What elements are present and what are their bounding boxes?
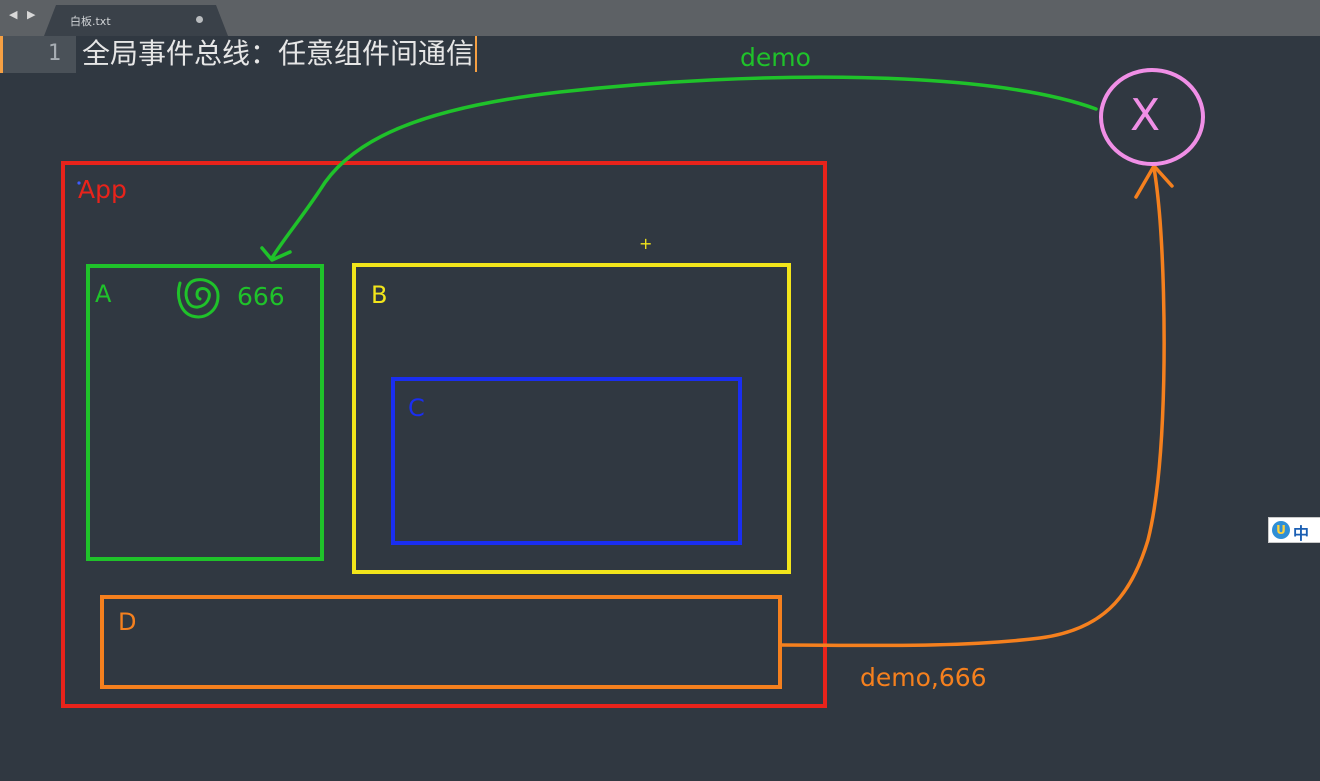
bottom-arrow-label: demo,666: [860, 663, 987, 692]
component-c-box: [391, 377, 742, 545]
gutter: 1: [3, 36, 76, 73]
app-box: [61, 161, 827, 708]
green-arrow-head: [260, 246, 292, 262]
event-bus-circle: [1099, 68, 1205, 166]
component-a-value: 666: [237, 282, 285, 311]
component-d-box: [100, 595, 782, 689]
green-arrow-line: [270, 75, 1098, 260]
event-bus-label: X: [1130, 90, 1161, 141]
top-arrow-label: demo: [740, 43, 811, 72]
green-scribble: [177, 278, 220, 319]
component-a-box: [86, 264, 324, 561]
blue-dot: [77, 181, 81, 185]
orange-arrow-head: [1134, 164, 1174, 199]
tab-bar: ◀ ▶ 白板.txt: [0, 0, 1320, 36]
tab-title: 白板.txt: [70, 15, 111, 28]
ime-logo-icon: U: [1272, 521, 1290, 539]
ime-label: 中: [1293, 524, 1310, 543]
component-c-label: C: [408, 394, 425, 422]
component-d-label: D: [118, 608, 137, 636]
ime-indicator[interactable]: U 中: [1268, 517, 1320, 543]
unsaved-dot-icon[interactable]: [196, 16, 203, 23]
editor-line-text[interactable]: 全局事件总线：任意组件间通信: [82, 36, 478, 72]
tab-whiteboard[interactable]: 白板.txt: [44, 5, 228, 36]
text-caret: [475, 36, 478, 72]
tab-navigation-arrows-icon[interactable]: ◀ ▶: [9, 8, 39, 21]
app-label: App: [78, 175, 127, 204]
line-number: 1: [47, 41, 61, 66]
cursor-crosshair: +: [639, 234, 653, 253]
orange-arrow-line: [778, 166, 1166, 648]
component-b-label: B: [371, 281, 388, 309]
current-line-marker: [0, 36, 3, 73]
component-a-label: A: [95, 280, 112, 308]
component-b-box: [352, 263, 791, 574]
editor-line-content: 全局事件总线：任意组件间通信: [82, 37, 475, 70]
